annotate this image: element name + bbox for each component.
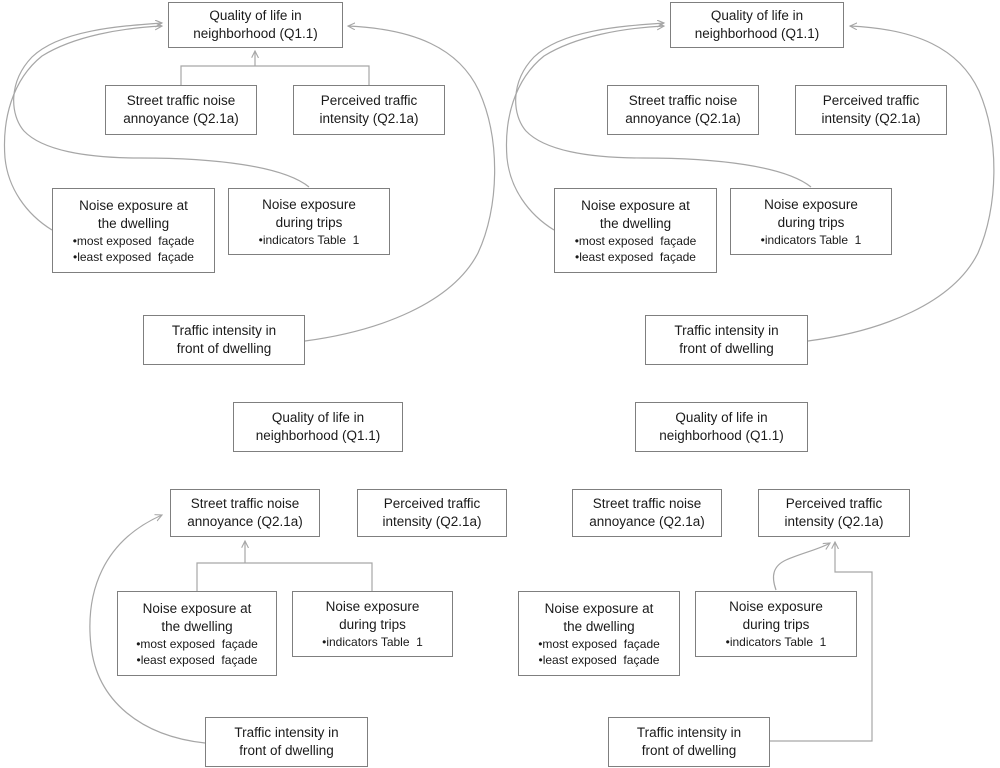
- box-bullet-line: •least exposed façade: [73, 249, 194, 264]
- box-text-line: Perceived traffic: [320, 93, 418, 108]
- box-bullet-line: •least exposed façade: [538, 652, 660, 667]
- arrow-traffic-to-street-bl: [89, 515, 206, 744]
- box-bullet-line: •most exposed façade: [136, 636, 258, 651]
- box-text-line: Perceived traffic: [785, 496, 883, 511]
- box-traffic-intensity-tl: Traffic intensity in front of dwelling: [143, 315, 305, 365]
- box-text-line: Noise exposure: [764, 196, 858, 212]
- box-text-line: front of dwelling: [176, 341, 272, 356]
- box-bullet-line: •most exposed façade: [72, 233, 195, 248]
- box-text-line: Perceived traffic: [822, 93, 920, 108]
- box-text-line: annoyance (Q2.1a): [123, 111, 239, 126]
- box-noise-dwelling-bl: Noise exposure at the dwelling •most exp…: [117, 591, 277, 676]
- box-text-line: Noise exposure at: [544, 600, 654, 616]
- box-text-line: Street traffic noise: [592, 496, 702, 511]
- box-bullet-line: •most exposed façade: [574, 233, 697, 248]
- box-text-line: neighborhood (Q1.1): [659, 428, 784, 443]
- box-text-line: Quality of life in: [209, 8, 302, 23]
- box-text-line: during trips: [339, 617, 406, 632]
- box-noise-dwelling-tl: Noise exposure at the dwelling •most exp…: [52, 188, 215, 273]
- box-perceived-intensity-bl: Perceived traffic intensity (Q2.1a): [357, 489, 507, 537]
- box-bullet-line: •indicators Table 1: [725, 635, 827, 649]
- box-noise-dwelling-tr: Noise exposure at the dwelling •most exp…: [554, 188, 717, 273]
- box-traffic-intensity-bl: Traffic intensity in front of dwelling: [205, 717, 368, 767]
- arrow-trips-to-quality-tr: [515, 23, 812, 188]
- box-text-line: Street traffic noise: [628, 93, 738, 108]
- box-text-line: the dwelling: [563, 618, 635, 634]
- box-text-line: Traffic intensity in: [674, 323, 779, 338]
- box-text-line: during trips: [742, 617, 810, 632]
- box-street-noise-tl: Street traffic noise annoyance (Q2.1a): [105, 85, 257, 135]
- bracket-street-perceived-to-quality-tl: [180, 65, 370, 85]
- box-text-line: Perceived traffic: [383, 496, 481, 511]
- box-text-line: front of dwelling: [239, 743, 334, 758]
- box-text-line: neighborhood (Q1.1): [255, 428, 381, 443]
- box-text-line: annoyance (Q2.1a): [589, 514, 705, 529]
- box-text-line: the dwelling: [97, 215, 170, 231]
- box-text-line: Noise exposure at: [581, 197, 690, 213]
- box-quality-of-life-bl: Quality of life in neighborhood (Q1.1): [233, 402, 403, 452]
- box-text-line: Quality of life in: [675, 410, 768, 425]
- box-text-line: Traffic intensity in: [636, 725, 742, 740]
- box-quality-of-life-tr: Quality of life in neighborhood (Q1.1): [670, 2, 844, 48]
- box-text-line: front of dwelling: [641, 743, 737, 758]
- box-bullet-line: •least exposed façade: [575, 249, 696, 264]
- box-text-line: intensity (Q2.1a): [319, 111, 419, 126]
- box-text-line: Noise exposure at: [142, 600, 252, 616]
- box-street-noise-br: Street traffic noise annoyance (Q2.1a): [572, 489, 722, 537]
- box-text-line: during trips: [275, 214, 343, 230]
- arrow-dwelling-to-quality-tl: [3, 26, 162, 231]
- box-text-line: Quality of life in: [271, 410, 365, 425]
- box-perceived-intensity-br: Perceived traffic intensity (Q2.1a): [758, 489, 910, 537]
- box-text-line: annoyance (Q2.1a): [187, 514, 303, 529]
- box-text-line: Noise exposure: [325, 599, 420, 614]
- box-perceived-intensity-tr: Perceived traffic intensity (Q2.1a): [795, 85, 947, 135]
- box-noise-dwelling-br: Noise exposure at the dwelling •most exp…: [518, 591, 680, 676]
- box-text-line: Traffic intensity in: [171, 323, 277, 338]
- box-text-line: neighborhood (Q1.1): [193, 26, 318, 41]
- box-text-line: Noise exposure at: [79, 197, 188, 213]
- arrow-traffic-to-quality-tr: [807, 26, 995, 342]
- box-text-line: Noise exposure: [262, 196, 356, 212]
- box-text-line: Noise exposure: [729, 599, 823, 614]
- box-noise-trips-tl: Noise exposure during trips •indicators …: [228, 188, 390, 255]
- box-text-line: Quality of life in: [710, 8, 804, 23]
- box-text-line: the dwelling: [161, 618, 233, 634]
- box-noise-trips-tr: Noise exposure during trips •indicators …: [730, 188, 892, 255]
- box-perceived-intensity-tl: Perceived traffic intensity (Q2.1a): [293, 85, 445, 135]
- box-text-line: Street traffic noise: [126, 93, 236, 108]
- box-quality-of-life-tl: Quality of life in neighborhood (Q1.1): [168, 2, 343, 48]
- box-traffic-intensity-br: Traffic intensity in front of dwelling: [608, 717, 770, 767]
- arrow-traffic-to-quality-tl: [304, 26, 496, 342]
- box-noise-trips-bl: Noise exposure during trips •indicators …: [292, 591, 453, 657]
- box-bullet-line: •indicators Table 1: [322, 635, 423, 649]
- box-text-line: intensity (Q2.1a): [382, 514, 482, 529]
- box-text-line: intensity (Q2.1a): [821, 111, 921, 126]
- box-text-line: during trips: [777, 214, 845, 230]
- box-bullet-line: •indicators Table 1: [760, 232, 862, 247]
- box-bullet-line: •most exposed façade: [538, 636, 660, 651]
- box-traffic-intensity-tr: Traffic intensity in front of dwelling: [645, 315, 808, 365]
- box-noise-trips-br: Noise exposure during trips •indicators …: [695, 591, 857, 657]
- arrow-trips-to-quality-tl: [13, 23, 310, 188]
- box-bullet-line: •indicators Table 1: [258, 232, 360, 247]
- box-text-line: front of dwelling: [679, 341, 774, 356]
- box-text-line: intensity (Q2.1a): [784, 514, 884, 529]
- box-text-line: the dwelling: [599, 215, 672, 231]
- box-street-noise-bl: Street traffic noise annoyance (Q2.1a): [170, 489, 320, 537]
- box-text-line: annoyance (Q2.1a): [625, 111, 741, 126]
- box-street-noise-tr: Street traffic noise annoyance (Q2.1a): [607, 85, 759, 135]
- bracket-dwelling-trips-to-street-bl: [196, 562, 373, 591]
- arrow-traffic-to-perceived-br: [770, 542, 873, 742]
- box-quality-of-life-br: Quality of life in neighborhood (Q1.1): [635, 402, 808, 452]
- box-bullet-line: •least exposed façade: [136, 652, 258, 667]
- box-text-line: Traffic intensity in: [234, 725, 339, 740]
- box-text-line: Street traffic noise: [190, 496, 300, 511]
- arrow-dwelling-to-quality-tr: [505, 26, 664, 231]
- arrow-trips-to-perceived-br: [772, 543, 830, 591]
- box-text-line: neighborhood (Q1.1): [694, 26, 820, 41]
